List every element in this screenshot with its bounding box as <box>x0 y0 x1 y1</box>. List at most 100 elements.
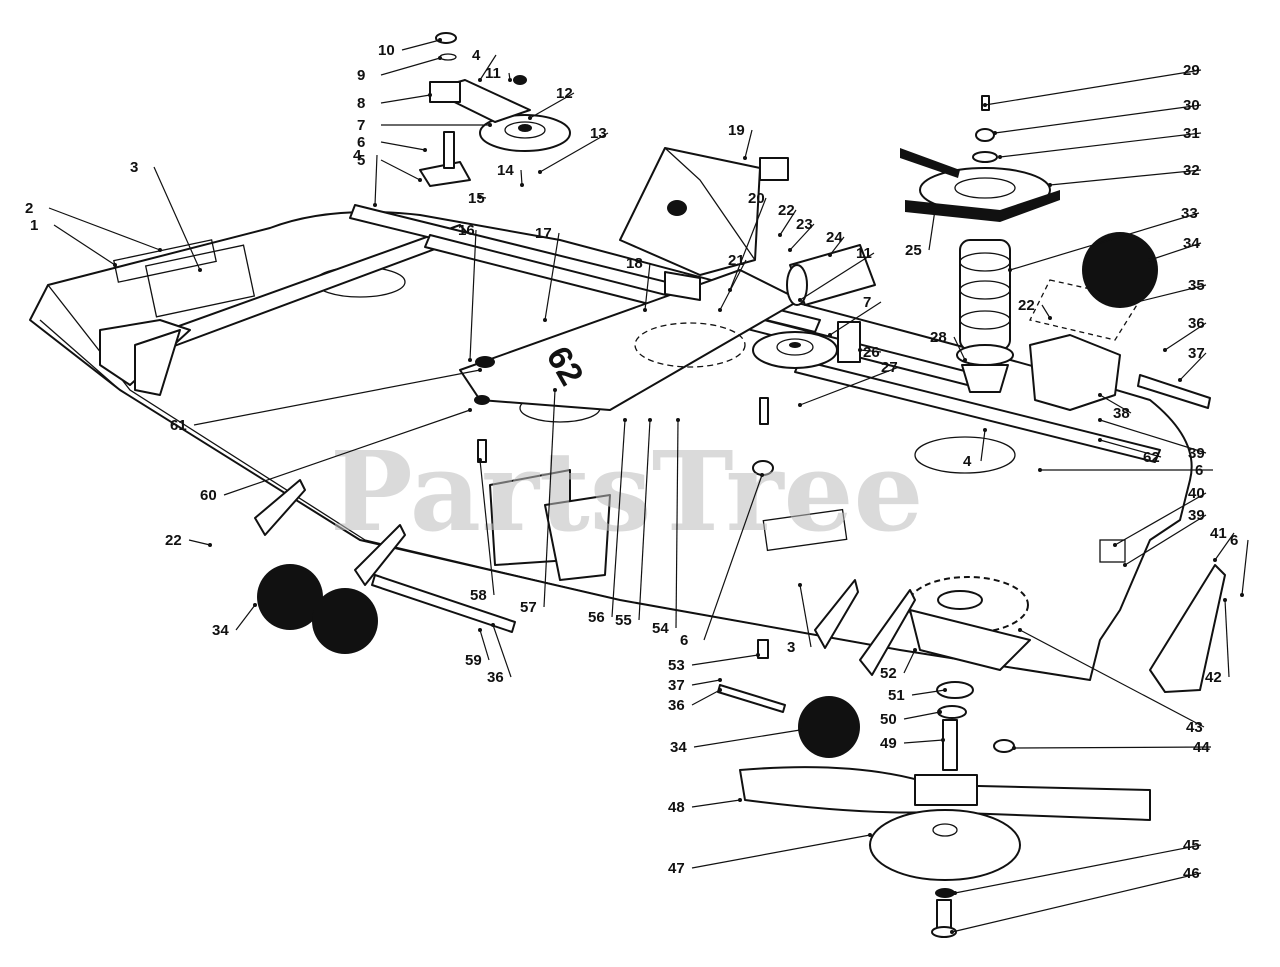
leader-line-p25 <box>928 209 936 251</box>
leader-line-p36a <box>1164 322 1207 351</box>
leader-line-p33 <box>1009 212 1200 271</box>
part-label-p11a: 11 <box>485 65 501 82</box>
right-bracket <box>1029 279 1211 411</box>
leader-line-p13 <box>539 132 609 173</box>
part-label-p26: 26 <box>863 344 880 361</box>
part-label-p34c: 34 <box>670 739 687 756</box>
part-label-p57: 57 <box>520 599 537 616</box>
leader-tip-p26 <box>858 348 862 352</box>
leader-line-p1 <box>53 224 116 266</box>
part-label-p30: 30 <box>1183 97 1200 114</box>
leader-tip-p29 <box>983 103 987 107</box>
idler-bracket-plate: 62 <box>459 269 801 411</box>
part-label-p39a: 39 <box>1188 445 1205 462</box>
leader-tip-p3b <box>798 583 802 587</box>
leader-line-p32 <box>1049 169 1202 186</box>
leader-tip-p61 <box>478 368 482 372</box>
part-label-p24: 24 <box>826 229 843 246</box>
leader-tip-p60 <box>468 408 472 412</box>
leader-tip-p1 <box>113 263 117 267</box>
leader-tip-p57 <box>553 388 557 392</box>
leader-tip-p25 <box>933 208 937 212</box>
part-label-p36b: 36 <box>487 669 504 686</box>
part-label-p14: 14 <box>497 162 514 179</box>
leader-tip-p32 <box>1048 183 1052 187</box>
right-spindle-assembly <box>900 95 1060 393</box>
leader-line-p41 <box>1214 532 1235 561</box>
part-label-p44: 44 <box>1193 739 1210 756</box>
part-label-p23: 23 <box>796 216 813 233</box>
leader-tip-p52 <box>913 648 917 652</box>
leader-line-p36c <box>691 689 721 706</box>
part-label-p51: 51 <box>888 687 905 704</box>
leader-tip-p40 <box>1113 543 1117 547</box>
leader-line-p26 <box>859 349 882 353</box>
part-label-p52: 52 <box>880 665 897 682</box>
leader-line-p37b <box>691 679 721 686</box>
leader-tip-p53 <box>756 653 760 657</box>
leader-tip-p34c <box>798 728 802 732</box>
leader-tip-p4a <box>478 78 482 82</box>
part-label-p37b: 37 <box>668 677 685 694</box>
leader-tip-p4b <box>373 203 377 207</box>
leader-tip-p44 <box>1012 746 1016 750</box>
leader-tip-p7a <box>488 123 492 127</box>
part-label-p11b: 11 <box>856 245 872 262</box>
part-label-p32: 32 <box>1183 162 1200 179</box>
leader-tip-p35 <box>1123 303 1127 307</box>
leader-line-p53 <box>691 654 759 666</box>
part-label-p17: 17 <box>535 225 552 242</box>
part-label-p59: 59 <box>465 652 482 669</box>
leader-line-p2 <box>48 207 161 251</box>
part-label-p47: 47 <box>668 860 685 877</box>
bottom-spindle-assembly <box>739 576 1151 938</box>
part-label-p8: 8 <box>357 95 365 112</box>
part-label-p15: 15 <box>468 190 485 207</box>
part-label-p58: 58 <box>470 587 487 604</box>
part-label-p10: 10 <box>378 42 395 59</box>
part-label-p27: 27 <box>881 359 898 376</box>
leader-tip-p45 <box>953 891 957 895</box>
leader-tip-p36b <box>491 623 495 627</box>
part-label-p39b: 39 <box>1188 507 1205 524</box>
leader-tip-p49 <box>941 738 945 742</box>
part-label-p45: 45 <box>1183 837 1200 854</box>
part-label-p22c: 22 <box>165 532 182 549</box>
part-label-p49: 49 <box>880 735 897 752</box>
leader-line-p42 <box>1224 599 1230 678</box>
part-label-p61: 61 <box>170 417 187 434</box>
leader-tip-p30 <box>993 131 997 135</box>
upper-idler-pulley <box>419 32 571 187</box>
leader-line-p21 <box>719 259 747 311</box>
leader-tip-p11a <box>508 78 512 82</box>
part-label-p18: 18 <box>626 255 643 272</box>
leader-tip-p11b <box>798 298 802 302</box>
leader-tip-p24 <box>828 253 832 257</box>
leader-line-p37a <box>1179 352 1207 381</box>
leader-line-p6d <box>703 474 763 641</box>
part-label-p35: 35 <box>1188 277 1205 294</box>
leader-line-p10 <box>401 39 441 51</box>
part-label-p12: 12 <box>556 85 573 102</box>
part-label-p37a: 37 <box>1188 345 1205 362</box>
leader-tip-p58 <box>478 458 482 462</box>
part-label-p34b: 34 <box>212 622 229 639</box>
watermark: PartsTree <box>330 427 924 556</box>
leader-tip-p13 <box>538 170 542 174</box>
leader-tip-p14 <box>520 183 524 187</box>
leader-tip-p23 <box>788 248 792 252</box>
leader-tip-p21 <box>718 308 722 312</box>
part-label-p3b: 3 <box>787 639 795 656</box>
gauge-wheel-right <box>1082 232 1158 308</box>
brackets-and-wheels <box>99 232 1226 758</box>
leader-tip-p41 <box>1213 558 1217 562</box>
leader-tip-p19 <box>743 156 747 160</box>
part-label-p22b: 22 <box>1018 297 1035 314</box>
leader-line-p57 <box>543 389 556 608</box>
leader-line-p27 <box>799 366 900 406</box>
leader-line-p3a <box>153 166 201 271</box>
leader-line-p54 <box>675 419 679 629</box>
part-label-p13: 13 <box>590 125 607 142</box>
